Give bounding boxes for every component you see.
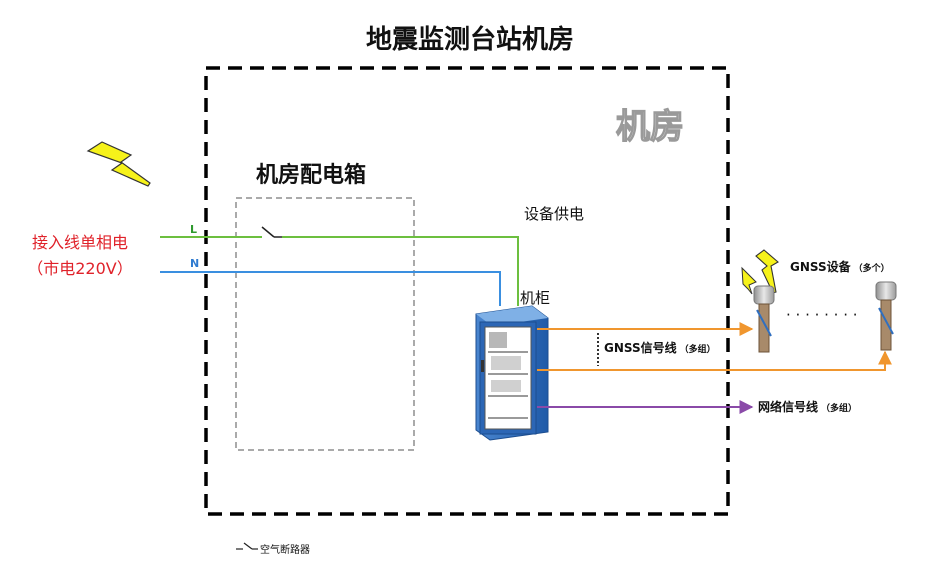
neutral-wire-letter: N bbox=[190, 257, 199, 270]
gnss-signal-wire-2 bbox=[537, 350, 892, 371]
lightning-icon-left bbox=[86, 141, 151, 187]
cabinet-label: 机柜 bbox=[520, 289, 550, 307]
lightning-icon-right bbox=[741, 249, 779, 295]
air-breaker-symbol bbox=[258, 226, 282, 238]
neutral-wire bbox=[160, 271, 501, 306]
network-signal-label: 网络信号线（多组） bbox=[758, 399, 857, 414]
distribution-box bbox=[235, 197, 415, 451]
room-label: 机房 bbox=[616, 107, 684, 147]
gnss-device-label: GNSS设备（多个） bbox=[790, 259, 890, 274]
gnss-device-ellipsis: · · · · · · · · bbox=[786, 306, 858, 324]
gnss-antenna-icon-2 bbox=[875, 281, 897, 351]
gnss-antenna-icon-1 bbox=[753, 285, 775, 353]
gnss-signal-label: GNSS信号线（多组） bbox=[604, 340, 716, 355]
device-power-label: 设备供电 bbox=[524, 205, 584, 223]
power-input-voltage: （市电220V） bbox=[27, 259, 133, 278]
power-input-label: 接入线单相电 bbox=[32, 233, 128, 252]
legend-breaker-symbol bbox=[236, 542, 258, 550]
cabinet-icon bbox=[475, 305, 549, 441]
distribution-box-label: 机房配电箱 bbox=[256, 162, 366, 188]
live-wire-out bbox=[282, 236, 519, 306]
live-wire-letter: L bbox=[190, 223, 197, 236]
diagram-title: 地震监测台站机房 bbox=[366, 24, 574, 55]
legend-breaker-label: 空气断路器 bbox=[260, 543, 310, 556]
